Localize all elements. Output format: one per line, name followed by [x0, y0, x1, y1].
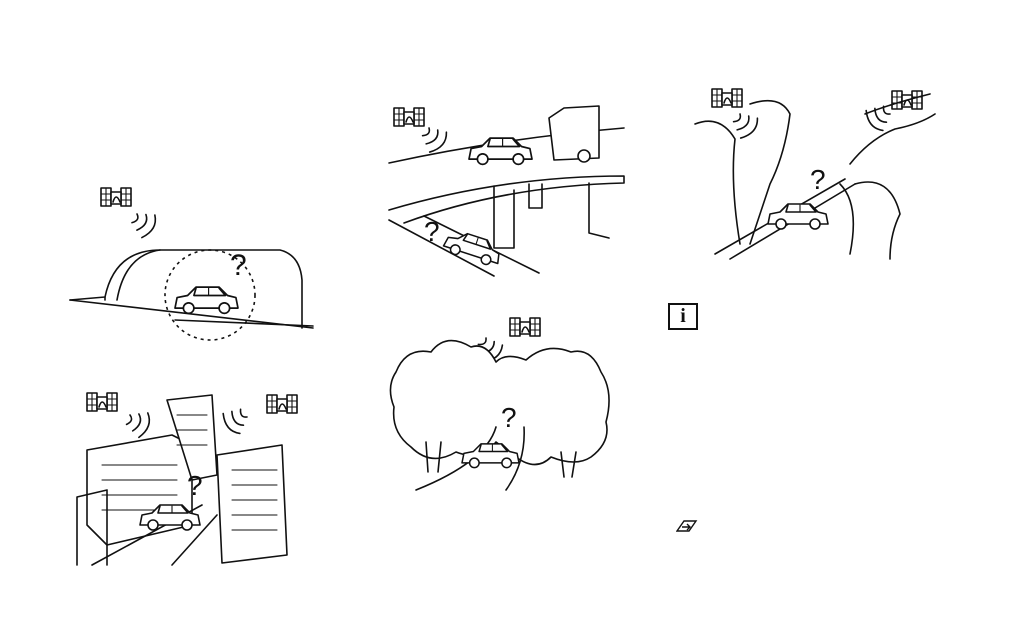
gps-satellite-icon	[394, 108, 424, 126]
truck-icon	[549, 106, 599, 160]
overpass-illustration: ?	[384, 98, 626, 280]
info-icon: i	[668, 303, 698, 330]
mountain-illustration: ?	[690, 84, 940, 264]
building-left	[87, 435, 192, 545]
question-mark-icon: ?	[810, 164, 826, 195]
question-mark-icon: ?	[501, 402, 517, 433]
car-icon	[768, 204, 828, 229]
building-right	[217, 445, 287, 563]
trees-illustration: ?	[386, 312, 618, 494]
question-mark-icon: ?	[424, 216, 440, 247]
cliff-right	[840, 94, 935, 259]
gps-satellite-icon	[712, 89, 742, 107]
gps-satellite-icon	[101, 188, 131, 206]
gps-satellite-icon	[87, 393, 117, 411]
gps-satellite-icon	[510, 318, 540, 336]
question-mark-icon: ?	[187, 470, 203, 501]
tunnel-illustration: ?	[65, 180, 317, 345]
gps-satellite-icon	[267, 395, 297, 413]
signal-waves	[128, 207, 159, 240]
car-icon	[469, 138, 532, 164]
car-icon	[175, 287, 238, 313]
tunnel-outline	[70, 250, 302, 328]
continued-arrow-icon	[676, 519, 698, 533]
info-glyph: i	[670, 305, 696, 328]
city-illustration: ?	[72, 385, 322, 567]
question-mark-icon: ?	[230, 249, 247, 282]
